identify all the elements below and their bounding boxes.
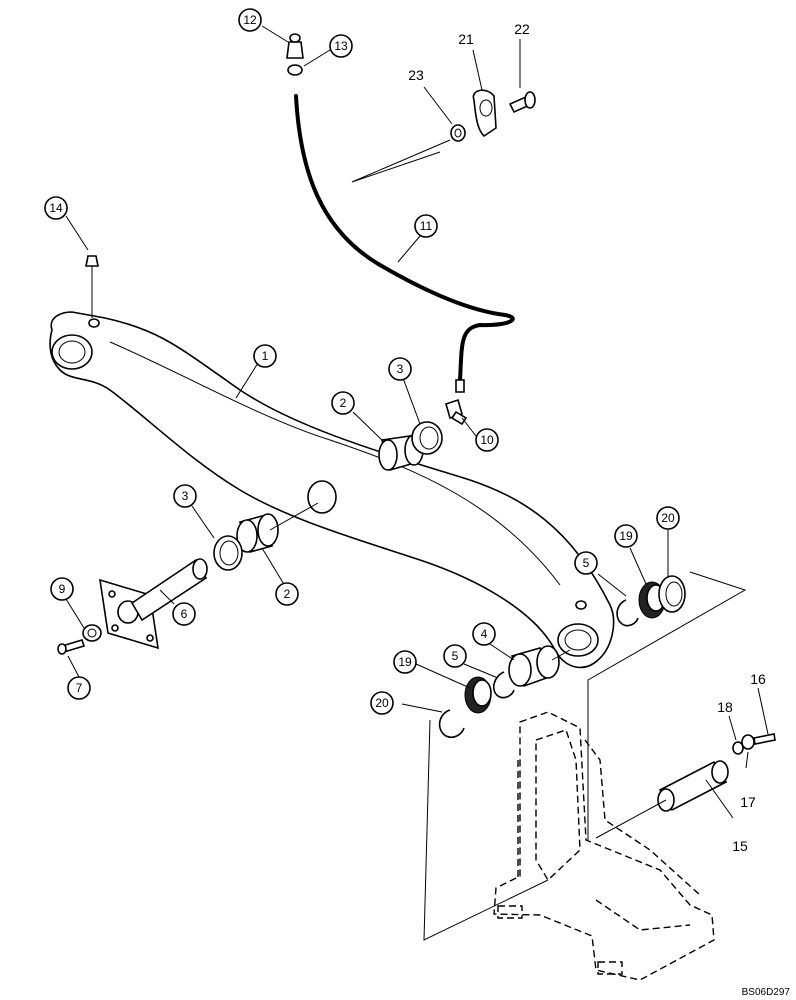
bolt-22 [508,91,536,114]
grease-fitting-12 [286,33,304,59]
callout-10: 10 [475,428,499,452]
pin-15 [657,760,729,812]
callout-20-lower: 20 [370,691,394,715]
callout-3-lower: 3 [173,484,197,508]
callout-label: 1 [262,349,269,363]
nut-23 [450,124,466,142]
washer-9 [82,624,102,642]
bushing-lower [236,513,279,553]
callout-20-upper: 20 [656,506,680,530]
label-22: 22 [514,21,530,37]
callout-label: 2 [284,587,291,601]
fitting-10 [445,398,468,426]
leader-lines [65,25,769,819]
callout-label: 19 [619,529,633,543]
callout-1: 1 [253,344,277,368]
callout-label: 5 [583,556,590,570]
clamp-21 [472,89,497,138]
callout-label: 7 [76,681,83,695]
callout-label: 19 [398,655,412,669]
callout-12: 12 [238,8,262,32]
hydraulic-hose [294,94,515,393]
loader-arm [49,311,615,669]
callout-4: 4 [472,622,496,646]
callout-13: 13 [329,34,353,58]
label-16: 16 [750,671,766,687]
callout-label: 3 [397,362,404,376]
label-21: 21 [458,31,474,47]
label-15: 15 [732,838,748,854]
snap-ring-20-lower [438,709,465,739]
callout-label: 3 [182,489,189,503]
callout-2-lower: 2 [275,582,299,606]
callout-9: 9 [50,577,74,601]
snap-ring-20-upper [658,575,686,613]
callout-label: 2 [340,396,347,410]
callout-6: 6 [172,602,196,626]
seal-19-lower [464,676,492,714]
bushing-right [508,645,560,688]
label-18: 18 [717,699,733,715]
callout-11: 11 [414,214,438,238]
callout-2-upper: 2 [331,391,355,415]
callout-19-lower: 19 [393,650,417,674]
callout-label: 13 [334,39,348,53]
washer-17-nut-18 [732,733,776,755]
snap-ring-5-upper [616,599,639,627]
callout-5-upper: 5 [574,551,598,575]
label-23: 23 [408,67,424,83]
callout-label: 5 [452,649,459,663]
callout-label: 6 [181,607,188,621]
pivot-pin-plate [99,558,208,650]
grease-fitting-14 [85,255,99,318]
bolt-7 [57,639,86,655]
callout-label: 20 [661,511,675,525]
callout-19-upper: 19 [614,524,638,548]
callout-label: 12 [243,13,257,27]
washer-13 [287,64,303,76]
callout-7: 7 [67,676,91,700]
callout-3-upper: 3 [388,357,412,381]
callout-label: 14 [49,201,63,215]
callout-label: 11 [420,219,433,233]
callout-14: 14 [44,196,68,220]
callout-label: 20 [375,696,389,710]
label-17: 17 [740,794,756,810]
callout-5-lower: 5 [443,644,467,668]
callout-label: 10 [480,433,494,447]
shim-upper [411,421,443,455]
frame-dashed [493,711,715,981]
shim-lower [213,535,243,571]
callout-label: 9 [59,582,66,596]
callout-label: 4 [481,627,488,641]
reference-code: BS06D297 [741,987,790,998]
